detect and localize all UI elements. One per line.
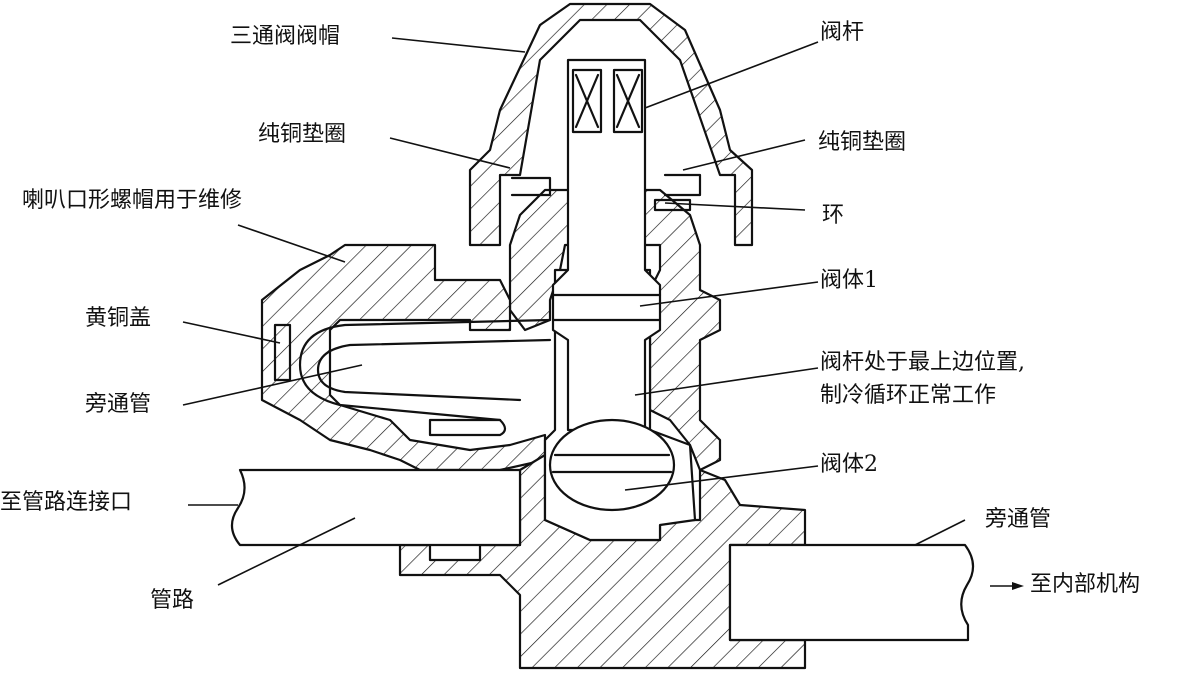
label-gasket-left: 纯铜垫圈 bbox=[258, 122, 347, 147]
left-bypass-tube bbox=[298, 318, 552, 422]
brass-cap bbox=[273, 323, 292, 382]
label-pipe-port: 至管路连接口 bbox=[0, 490, 133, 515]
valve-stem bbox=[551, 58, 662, 432]
valve-ball bbox=[548, 418, 676, 512]
label-flare-nut: 喇叭口形螺帽用于维修 bbox=[22, 188, 243, 213]
right-bypass-pipe bbox=[728, 543, 975, 642]
leader-lines bbox=[182, 37, 966, 586]
label-valve-body-2: 阀体2 bbox=[820, 452, 878, 477]
label-bypass-left: 旁通管 bbox=[85, 392, 152, 417]
label-valve-stem-top: 阀杆 bbox=[820, 20, 865, 45]
label-bypass-right: 旁通管 bbox=[985, 507, 1052, 532]
gasket-right bbox=[663, 173, 702, 197]
flare-nut-housing bbox=[260, 243, 547, 472]
label-gasket-right: 纯铜垫圈 bbox=[818, 130, 907, 155]
left-pipe bbox=[230, 468, 522, 547]
label-stem-state-2: 制冷循环正常工作 bbox=[820, 383, 997, 408]
ring bbox=[653, 198, 692, 212]
label-ring: 环 bbox=[822, 203, 845, 228]
label-to-internal: 至内部机构 bbox=[1030, 572, 1141, 597]
valve-cap bbox=[468, 2, 754, 247]
label-valve-cap: 三通阀阀帽 bbox=[230, 24, 341, 49]
label-stem-state-1: 阀杆处于最上边位置, bbox=[820, 350, 1025, 375]
gasket-left bbox=[510, 176, 552, 197]
label-pipe: 管路 bbox=[150, 588, 195, 613]
label-brass-cap: 黄铜盖 bbox=[85, 306, 152, 331]
label-valve-body-1: 阀体1 bbox=[820, 268, 878, 293]
right-arrow-icon bbox=[990, 582, 1024, 590]
